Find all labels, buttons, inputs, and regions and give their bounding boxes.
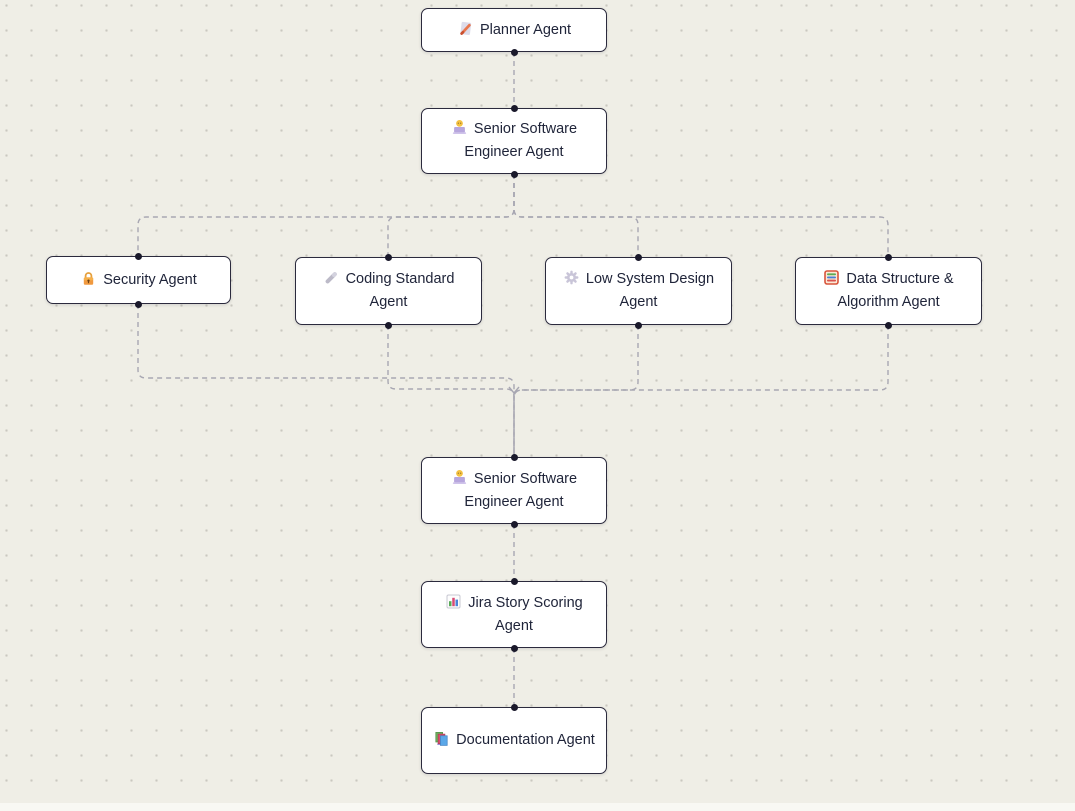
node-label: Planner Agent bbox=[479, 21, 572, 38]
node-label: Senior Software Engineer Agent bbox=[464, 470, 578, 510]
edge-security-to-senior-swe-2 bbox=[137, 304, 515, 457]
node-label-wrap: Senior Software Engineer Agent bbox=[432, 118, 596, 164]
target-handle[interactable] bbox=[510, 104, 518, 112]
source-handle[interactable] bbox=[885, 321, 892, 329]
memo-icon bbox=[457, 20, 474, 37]
target-handle[interactable] bbox=[510, 577, 518, 585]
books-icon bbox=[433, 730, 450, 747]
node-label-wrap: Coding Standard Agent bbox=[306, 268, 471, 314]
edge-convergence-arrow bbox=[508, 386, 520, 395]
node-data-structure-algorithm-agent[interactable]: Data Structure & Algorithm Agent bbox=[795, 253, 982, 329]
target-handle[interactable] bbox=[135, 252, 142, 260]
node-label: Low System Design Agent bbox=[585, 271, 715, 310]
node-label: Documentation Agent bbox=[456, 732, 595, 748]
target-handle[interactable] bbox=[510, 453, 518, 461]
gear-icon bbox=[563, 269, 580, 286]
node-label-wrap: Security Agent bbox=[80, 269, 197, 292]
source-handle[interactable] bbox=[510, 170, 518, 178]
target-handle[interactable] bbox=[385, 253, 392, 261]
node-senior-software-engineer-agent-2[interactable]: Senior Software Engineer Agent bbox=[421, 453, 607, 528]
node-label: Jira Story Scoring Agent bbox=[468, 594, 583, 634]
source-handle[interactable] bbox=[510, 520, 518, 528]
node-label: Security Agent bbox=[103, 271, 197, 288]
source-handle[interactable] bbox=[510, 644, 518, 652]
node-planner-agent[interactable]: Planner Agent bbox=[421, 8, 607, 56]
node-label-wrap: Senior Software Engineer Agent bbox=[432, 468, 596, 514]
abacus-icon bbox=[823, 269, 840, 286]
edge-data-structure-to-senior-swe-2 bbox=[513, 325, 889, 457]
technologist-icon bbox=[451, 119, 468, 136]
edge-coding-standard-to-senior-swe-2 bbox=[387, 325, 515, 457]
source-handle[interactable] bbox=[385, 321, 392, 329]
node-label: Senior Software Engineer Agent bbox=[464, 121, 578, 160]
node-label-wrap: Low System Design Agent bbox=[556, 268, 721, 314]
node-senior-software-engineer-agent-1[interactable]: Senior Software Engineer Agent bbox=[421, 104, 607, 178]
node-jira-story-scoring-agent[interactable]: Jira Story Scoring Agent bbox=[421, 577, 607, 652]
node-coding-standard-agent[interactable]: Coding Standard Agent bbox=[295, 253, 482, 329]
node-label: Data Structure & Algorithm Agent bbox=[837, 271, 954, 310]
source-handle[interactable] bbox=[510, 48, 518, 56]
technologist-icon bbox=[451, 469, 468, 486]
edge-senior-swe-1-to-coding-standard bbox=[387, 174, 515, 257]
bar-chart-icon bbox=[445, 593, 462, 610]
node-label: Coding Standard Agent bbox=[345, 271, 455, 310]
edge-senior-swe-1-to-low-system-design bbox=[513, 174, 639, 257]
pencil-icon bbox=[323, 269, 340, 286]
source-handle[interactable] bbox=[135, 300, 142, 308]
node-label-wrap: Planner Agent bbox=[457, 19, 571, 42]
edge-senior-swe-1-to-security bbox=[137, 174, 515, 256]
target-handle[interactable] bbox=[510, 703, 518, 711]
lock-icon bbox=[80, 270, 97, 287]
target-handle[interactable] bbox=[885, 253, 892, 261]
horizontal-scrollbar[interactable] bbox=[0, 803, 1075, 811]
node-low-system-design-agent[interactable]: Low System Design Agent bbox=[545, 253, 732, 329]
source-handle[interactable] bbox=[635, 321, 642, 329]
edge-senior-swe-1-to-data-structure bbox=[513, 174, 889, 257]
node-label-wrap: Documentation Agent bbox=[433, 729, 595, 752]
edge-low-system-design-to-senior-swe-2 bbox=[513, 325, 639, 457]
node-label-wrap: Data Structure & Algorithm Agent bbox=[806, 268, 971, 314]
node-documentation-agent[interactable]: Documentation Agent bbox=[421, 703, 607, 774]
target-handle[interactable] bbox=[635, 253, 642, 261]
node-label-wrap: Jira Story Scoring Agent bbox=[432, 592, 596, 638]
node-security-agent[interactable]: Security Agent bbox=[46, 252, 231, 308]
